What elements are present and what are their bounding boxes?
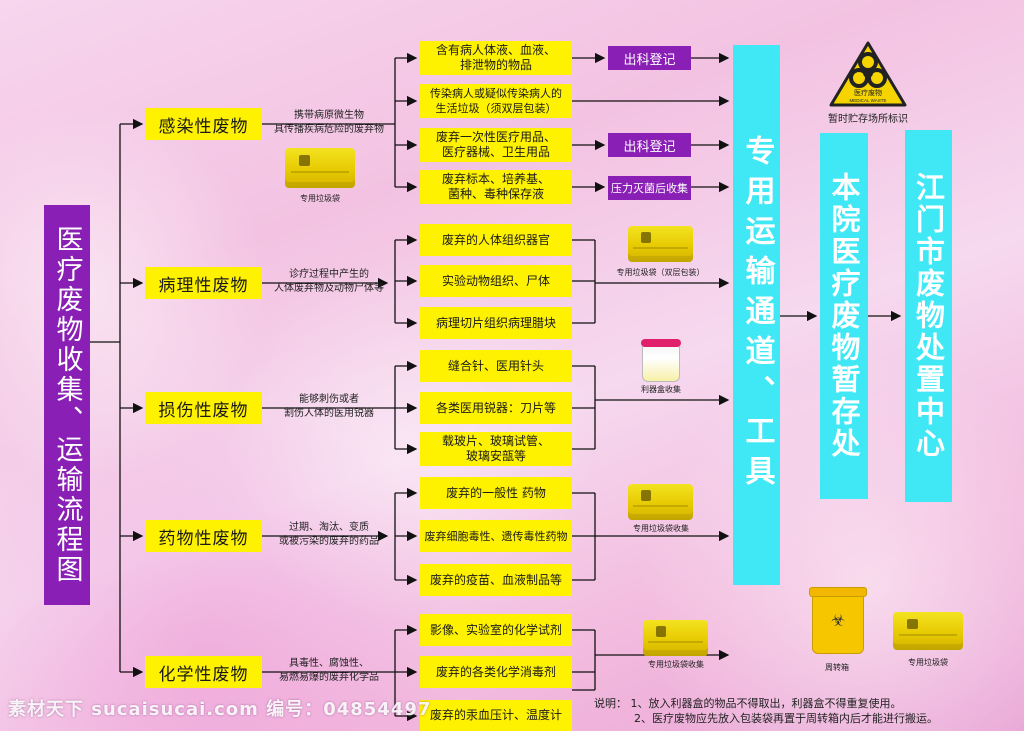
category-pharmaceutical: 药物性废物 <box>145 520 262 552</box>
waste-item: 传染病人或疑似传染病人的生活垃圾（须双层包装） <box>420 84 572 118</box>
transfer-bin-image: ☣ <box>809 587 867 654</box>
waste-item: 废弃的各类化学消毒剂 <box>420 656 572 688</box>
sharps-box-image <box>641 339 681 382</box>
page-title: 医疗废物收集、运输流程图 <box>44 205 90 605</box>
bag-image <box>643 620 708 656</box>
waste-item: 废弃标本、培养基、菌种、毒种保存液 <box>420 170 572 204</box>
bag-image <box>628 226 693 262</box>
biohazard-icon: ☣ <box>830 610 846 630</box>
category-note: 携带病原微生物具传播疾病危险的废弃物 <box>274 110 384 135</box>
bag-caption: 专用垃圾袋 <box>300 194 340 203</box>
footer-note: 说明： 1、放入利器盒的物品不得取出，利器盒不得重复使用。 2、医疗废物应先放入… <box>594 697 938 725</box>
biohazard-sign-icon: 医疗废物 MEDICAL WASTE <box>829 41 907 107</box>
category-infectious: 感染性废物 <box>145 108 262 140</box>
bag-caption: 专用垃圾袋（双层包装） <box>616 268 705 277</box>
register-box: 出科登记 <box>608 46 691 70</box>
sign-subtext: MEDICAL WASTE <box>850 98 887 103</box>
waste-item: 废弃的汞血压计、温度计 <box>420 700 572 731</box>
category-injurious: 损伤性废物 <box>145 392 262 424</box>
waste-item: 废弃的一般性 药物 <box>420 477 572 509</box>
bag-image <box>893 612 963 650</box>
sharps-caption: 利器盒收集 <box>641 385 681 394</box>
register-box: 出科登记 <box>608 133 691 157</box>
transport-column: 专用运输通道、工具 <box>733 45 780 585</box>
waste-item: 废弃的人体组织器官 <box>420 224 572 256</box>
category-note: 诊疗过程中产生的人体废弃物及动物尸体等 <box>274 269 384 294</box>
bin-lid <box>809 587 867 597</box>
storage-column: 本院医疗废物暂存处 <box>820 133 868 499</box>
waste-item: 实验动物组织、尸体 <box>420 265 572 297</box>
bag-image <box>285 148 355 188</box>
bag-caption: 专用垃圾袋收集 <box>633 524 689 533</box>
category-note: 过期、淘汰、变质或被污染的废弃的药品 <box>279 522 379 547</box>
disposal-center-column: 江门市废物处置中心 <box>905 130 952 502</box>
waste-item: 缝合针、医用针头 <box>420 350 572 382</box>
waste-item: 废弃一次性医疗用品、医疗器械、卫生用品 <box>420 128 572 162</box>
sign-caption: 暂时贮存场所标识 <box>828 114 908 125</box>
waste-item: 含有病人体液、血液、排泄物的物品 <box>420 41 572 75</box>
waste-item: 载玻片、玻璃试管、玻璃安瓿等 <box>420 432 572 466</box>
category-chemical: 化学性废物 <box>145 656 262 688</box>
waste-item: 废弃的疫苗、血液制品等 <box>420 564 572 596</box>
sharps-lid <box>641 339 681 347</box>
bag-caption: 专用垃圾袋 <box>908 658 948 667</box>
category-note: 具毒性、腐蚀性、易燃易爆的废弃化学品 <box>279 658 379 683</box>
bag-caption: 专用垃圾袋收集 <box>648 660 704 669</box>
sterilize-box: 压力灭菌后收集 <box>608 176 691 200</box>
waste-item: 各类医用锐器：刀片等 <box>420 392 572 424</box>
waste-item: 影像、实验室的化学试剂 <box>420 614 572 646</box>
bin-caption: 周转箱 <box>825 663 849 672</box>
watermark: 素材天下 sucaisucai.com 编号：04854497 <box>8 699 432 720</box>
sign-text: 医疗废物 <box>854 88 882 97</box>
category-note: 能够刺伤或者割伤人体的医用锐器 <box>284 394 374 419</box>
waste-item: 废弃细胞毒性、遗传毒性药物 <box>420 520 572 552</box>
category-pathological: 病理性废物 <box>145 267 262 299</box>
bag-image <box>628 484 693 520</box>
waste-item: 病理切片组织病理腊块 <box>420 307 572 339</box>
